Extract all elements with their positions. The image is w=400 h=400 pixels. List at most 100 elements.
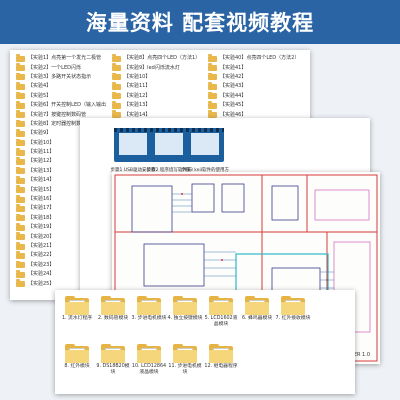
experiment-list-item[interactable]: 【实验11】 [112, 82, 202, 91]
experiment-list-item[interactable]: 【实验13】 [112, 100, 202, 110]
folder-icon [137, 344, 161, 363]
video-file-1[interactable]: 步骤1 USB驱动安装教程.avi [110, 128, 156, 178]
folder-icon [112, 63, 121, 72]
experiment-list-label: 【实验11】 [124, 83, 151, 90]
experiment-list-item[interactable]: 【实验3】多路开关状态指示 [16, 72, 106, 82]
experiment-list-item[interactable]: 【实验11】 [16, 147, 106, 157]
experiment-list-column-3: 【实验40】点亮四个LED（方法2）【实验41】【实验42】【实验43】【实验4… [208, 54, 298, 120]
folder-icon [16, 91, 25, 100]
folder-icon [112, 54, 121, 62]
experiment-list-label: 【实验24】 [28, 271, 55, 278]
folder-icon [245, 296, 269, 315]
experiment-list-item[interactable]: 【实验16】 [16, 194, 106, 204]
experiment-list-label: 【实验9】led闪烁流水灯 [124, 64, 180, 71]
video-file-2[interactable]: 步骤2 程序烧写软件安装.avi [147, 128, 191, 178]
experiment-list-item[interactable]: 【实验8】定时器控制数码管 [16, 119, 106, 129]
folder-icon [16, 204, 25, 212]
experiment-list-item[interactable]: 【实验25】 [16, 279, 106, 288]
experiment-list-item[interactable]: 【实验44】 [208, 91, 298, 101]
banner-title: 海量资料 配套视频教程 [85, 11, 315, 35]
experiment-list-item[interactable]: 【实验17】 [16, 204, 106, 213]
folder-item[interactable]: 4. 独立按键模块 [167, 296, 203, 322]
folder-icon [16, 82, 25, 90]
experiment-list-item[interactable]: 【实验23】 [16, 260, 106, 270]
experiment-list-item[interactable]: 【实验9】 [16, 129, 106, 138]
video-file-3[interactable]: 步骤3 keil软件的使用方法.avi [181, 128, 229, 178]
folder-item[interactable]: 11. 步进电机模块 [167, 344, 203, 376]
folder-icon [208, 54, 217, 62]
folder-item[interactable]: 3. 步进电机模块 [131, 296, 167, 322]
folder-icon [208, 100, 217, 109]
experiment-list-item[interactable]: 【实验43】 [208, 82, 298, 91]
experiment-list-label: 【实验43】 [220, 83, 247, 90]
experiment-list-item[interactable]: 【实验1】点亮第一个发光二极管 [16, 54, 106, 63]
folder-icon [112, 110, 121, 119]
experiment-list-item[interactable]: 【实验10】 [16, 138, 106, 148]
folder-icon [209, 344, 233, 363]
experiment-list-item[interactable]: 【实验40】点亮四个LED（方法2） [208, 54, 298, 63]
experiment-list-item[interactable]: 【实验24】 [16, 269, 106, 279]
folder-icon [209, 296, 233, 315]
experiment-list-item[interactable]: 【实验18】 [16, 213, 106, 223]
experiment-list-label: 【实验14】 [28, 177, 55, 184]
experiment-list-label: 【实验8】定时器控制数码管 [28, 120, 92, 127]
experiment-list-item[interactable]: 【实验6】开关控制LED（输入输出） [16, 100, 106, 110]
folder-item[interactable]: 8. 红外模块 [59, 344, 95, 370]
experiment-list-item[interactable]: 【实验15】 [16, 185, 106, 194]
folder-icon [16, 63, 25, 72]
folder-item[interactable]: 10. LCD12864液晶模块 [131, 344, 167, 376]
folder-icon [281, 296, 305, 315]
folder-label: 6. 蜂鸣器模块 [241, 316, 273, 321]
experiment-list-label: 【实验44】 [220, 92, 247, 99]
experiment-list-label: 【实验23】 [28, 261, 55, 268]
experiment-list-item[interactable]: 【实验42】 [208, 72, 298, 82]
experiment-list-label: 【实验17】 [28, 205, 55, 212]
experiment-list-label: 【实验25】 [28, 280, 55, 287]
folder-icon [112, 100, 121, 109]
experiment-list-item[interactable]: 【实验22】 [16, 251, 106, 260]
experiment-list-item[interactable]: 【实验41】 [208, 63, 298, 72]
experiment-list-item[interactable]: 【实验12】 [112, 91, 202, 101]
folder-icon [16, 157, 25, 165]
experiment-list-item[interactable]: 【实验14】 [16, 176, 106, 185]
experiment-list-item[interactable]: 【实验9】led闪烁流水灯 [112, 63, 202, 72]
experiment-list-label: 【实验18】 [28, 214, 55, 221]
experiment-list-label: 【实验10】 [124, 73, 151, 80]
experiment-list-item[interactable]: 【实验21】 [16, 241, 106, 251]
folder-icon [173, 296, 197, 315]
experiment-list-item[interactable]: 【实验2】一个LED闪烁 [16, 63, 106, 72]
folder-item[interactable]: 2. 数码管模块 [95, 296, 131, 322]
experiment-list-item[interactable]: 【实验46】 [208, 110, 298, 119]
folder-sheet: 1. 流水灯程序 2. 数码管模块 3. 步进电机模块 4. 独立按键模块 5.… [55, 290, 355, 394]
folder-icon [173, 344, 197, 363]
folder-item[interactable]: 1. 流水灯程序 [59, 296, 95, 322]
experiment-list-item[interactable]: 【实验19】 [16, 223, 106, 232]
experiment-list-item[interactable]: 【实验45】 [208, 100, 298, 110]
experiment-list-item[interactable]: 【实验12】 [16, 157, 106, 166]
experiment-list-item[interactable]: 【实验13】 [16, 166, 106, 176]
experiment-list-label: 【实验42】 [220, 73, 247, 80]
folder-item[interactable]: 6. 蜂鸣器模块 [239, 296, 275, 322]
folder-label: 9. DS18B20模块 [96, 364, 130, 375]
experiment-list-item[interactable]: 【实验7】按键控制数码管 [16, 110, 106, 119]
folder-icon [16, 279, 25, 288]
experiment-list-label: 【实验45】 [220, 102, 247, 109]
folder-item[interactable]: 5. LCD1602液晶模块 [203, 296, 239, 328]
folder-item[interactable]: 7. 红外接收模块 [275, 296, 311, 322]
folder-icon [16, 176, 25, 184]
experiment-list-item[interactable]: 【实验14】 [112, 110, 202, 119]
experiment-list-item[interactable]: 【实验5】 [16, 91, 106, 101]
folder-icon [65, 344, 89, 363]
folder-item[interactable]: 12. 继电器程序 [203, 344, 239, 370]
video-file-icon [150, 128, 188, 162]
folder-item[interactable]: 9. DS18B20模块 [95, 344, 131, 376]
experiment-list-item[interactable]: 【实验10】 [112, 72, 202, 82]
experiment-list-label: 【实验22】 [28, 252, 55, 259]
folder-icon [16, 119, 25, 128]
experiment-list-label: 【实验12】 [124, 92, 151, 99]
experiment-list-item[interactable]: 【实验4】 [16, 82, 106, 91]
folder-icon [16, 194, 25, 203]
folder-icon [65, 296, 89, 315]
experiment-list-item[interactable]: 【实验8】点亮四个LED（方法1） [112, 54, 202, 63]
experiment-list-item[interactable]: 【实验20】 [16, 232, 106, 241]
